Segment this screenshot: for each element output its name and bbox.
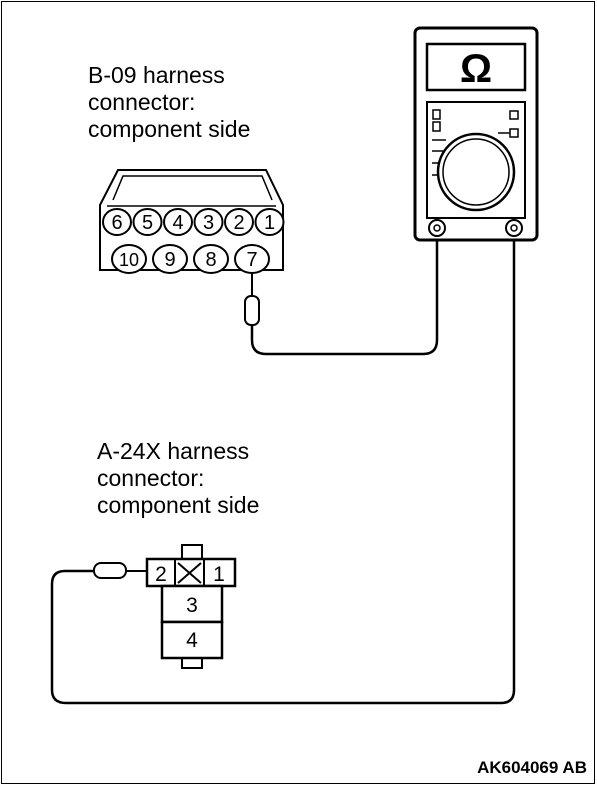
b09-pin-9: 9 <box>152 244 188 274</box>
multimeter: Ω <box>413 26 539 242</box>
b09-pin-3: 3 <box>193 208 224 236</box>
b09-label-line-3: component side <box>88 116 251 142</box>
b09-pin-8: 8 <box>193 244 229 274</box>
meter-lead-to-a24x <box>50 230 516 705</box>
range-mark-icon <box>509 128 519 138</box>
a24x-connector: 2 1 3 4 <box>145 544 237 669</box>
b09-connector-label: B-09 harness connector: component side <box>88 62 250 143</box>
b09-pin-6: 6 <box>102 208 132 236</box>
a24x-label-line-3: component side <box>97 492 260 518</box>
figure-code: AK604069 AB <box>477 758 587 777</box>
a24x-connector-label: A-24X harness connector: component side <box>97 438 259 519</box>
b09-pin-label: 7 <box>246 249 257 271</box>
b09-pin-1: 1 <box>254 208 285 236</box>
b09-pin-label: 4 <box>172 212 183 234</box>
meter-lead-to-b09 <box>250 230 439 356</box>
a24x-pin-3: 3 <box>186 594 198 617</box>
b09-pin-label: 10 <box>119 250 139 270</box>
b09-pin-10: 10 <box>111 244 147 274</box>
b09-label-line-2: connector: <box>88 89 196 115</box>
a24x-pin-2: 2 <box>155 563 167 586</box>
b09-pin-2: 2 <box>224 208 254 236</box>
range-mark-icon <box>432 121 441 132</box>
ohm-symbol: Ω <box>460 47 492 91</box>
b09-pin-label: 6 <box>111 212 122 234</box>
b09-pin-label: 5 <box>142 212 153 234</box>
b09-pin-5: 5 <box>132 208 163 236</box>
a24x-pin-1: 1 <box>213 563 225 586</box>
range-mark-icon <box>432 109 441 120</box>
a24x-label-line-2: connector: <box>97 465 205 491</box>
b09-pin-7: 7 <box>234 244 270 274</box>
b09-pin-label: 1 <box>264 212 275 234</box>
meter-jack-left[interactable] <box>428 219 446 237</box>
a24x-pin-4: 4 <box>186 629 198 652</box>
b09-test-probe <box>244 268 260 326</box>
b09-pin-4: 4 <box>163 208 193 236</box>
b09-label-line-1: B-09 harness <box>88 62 225 88</box>
b09-pin-label: 8 <box>205 249 216 271</box>
a24x-test-probe <box>93 562 150 579</box>
meter-jack-right[interactable] <box>505 219 523 237</box>
meter-display <box>425 42 527 92</box>
b09-pin-label: 2 <box>233 212 244 234</box>
b09-pin-label: 9 <box>164 249 175 271</box>
range-mark-icon <box>509 110 519 120</box>
b09-pin-label: 3 <box>203 212 214 234</box>
a24x-label-line-1: A-24X harness <box>97 438 250 464</box>
selector-dial[interactable] <box>436 132 516 212</box>
